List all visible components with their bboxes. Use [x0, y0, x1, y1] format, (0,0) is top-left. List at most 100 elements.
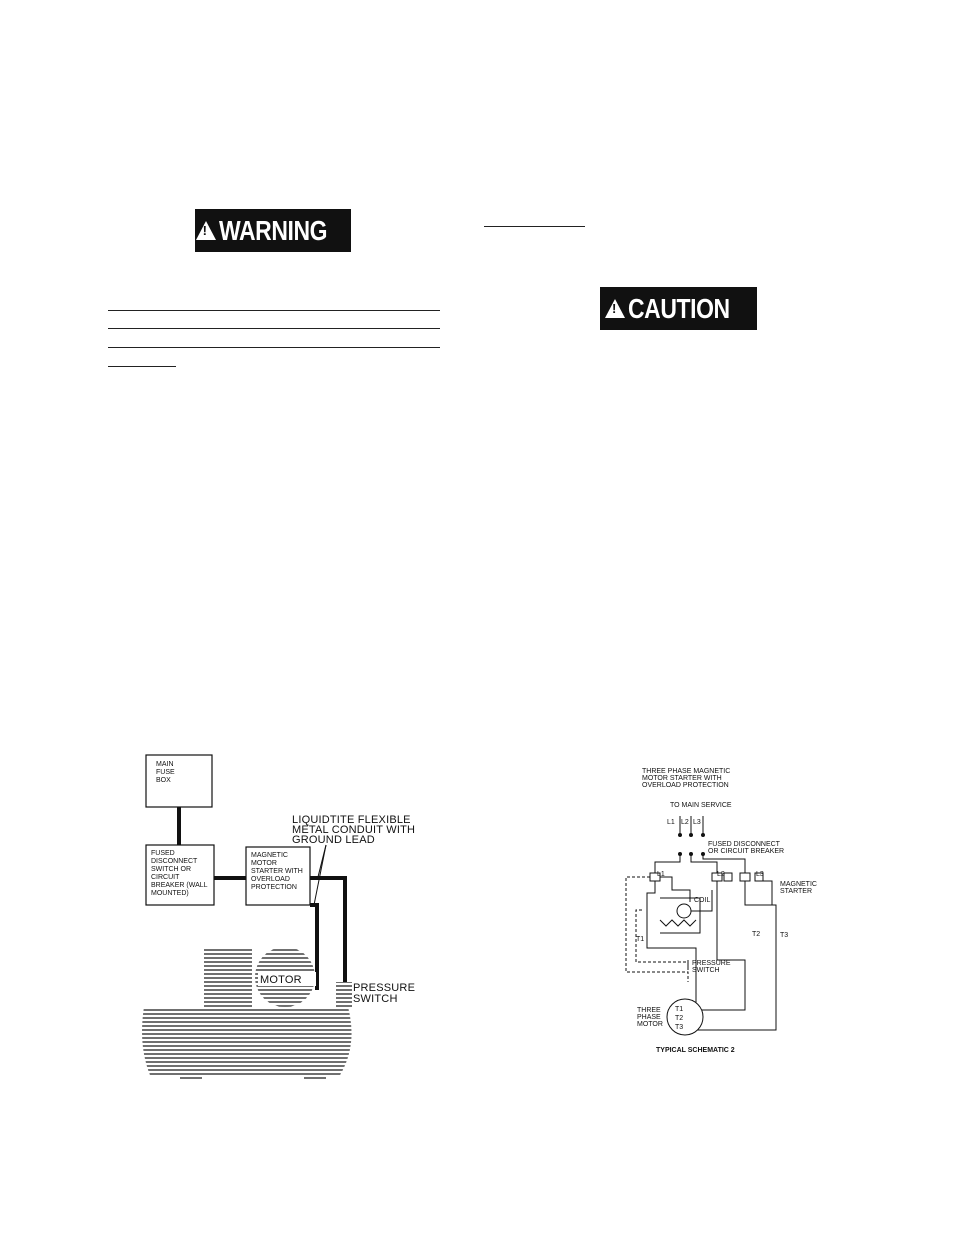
disconnect-line: FUSED: [151, 850, 175, 857]
schematic-caption: TYPICAL SCHEMATIC 2: [656, 1047, 735, 1054]
pressure-switch-label: PRESSURE: [353, 982, 415, 994]
pressure-switch-label: SWITCH: [692, 967, 720, 974]
to-main-service: TO MAIN SERVICE: [670, 802, 732, 809]
disconnect-line: DISCONNECT: [151, 858, 198, 865]
main-fuse-box-line: BOX: [156, 777, 171, 784]
fused-disconnect-label: OR CIRCUIT BREAKER: [708, 848, 784, 855]
fused-disconnect-box: [145, 844, 215, 906]
starter-line: OVERLOAD: [251, 876, 290, 883]
pressure-switch-loop: [625, 876, 689, 982]
svg-text:LIQUIDTITE FLEXIBLE: LIQUIDTITE FLEXIBLE: [292, 814, 411, 826]
svg-text:MAGNETIC: MAGNETIC: [251, 852, 288, 859]
starter-line: MAGNETIC: [251, 852, 288, 859]
svg-text:SWITCH OR: SWITCH OR: [151, 866, 191, 873]
svg-text:T3: T3: [780, 932, 788, 939]
svg-text:MOUNTED): MOUNTED): [151, 890, 189, 897]
starter-l2: L2: [717, 871, 725, 878]
svg-text:FUSE: FUSE: [156, 769, 175, 776]
disconnect-line: BREAKER (WALL: [151, 882, 208, 889]
tank-foot: [304, 1075, 326, 1081]
svg-text:OVERLOAD: OVERLOAD: [251, 876, 290, 883]
svg-text:OVERLOAD PROTECTION: OVERLOAD PROTECTION: [642, 782, 729, 789]
svg-text:T2: T2: [752, 931, 760, 938]
schematic-wiring: [646, 854, 777, 1031]
svg-text:MOTOR: MOTOR: [637, 1021, 663, 1028]
svg-text:COIL: COIL: [694, 897, 710, 904]
main-fuse-box-line: FUSE: [156, 769, 175, 776]
svg-text:TYPICAL SCHEMATIC 2: TYPICAL SCHEMATIC 2: [656, 1047, 735, 1054]
three-phase-schematic: THREE PHASE MAGNETIC MOTOR STARTER WITH …: [625, 768, 817, 1054]
svg-text:T3: T3: [675, 1024, 683, 1031]
svg-text:PROTECTION: PROTECTION: [251, 884, 297, 891]
svg-text:THREE: THREE: [637, 1007, 661, 1014]
svg-text:FUSED: FUSED: [151, 850, 175, 857]
motor-label: MOTOR: [637, 1021, 663, 1028]
line-label-l1: L1: [667, 819, 675, 826]
disconnect-line: MOUNTED): [151, 890, 189, 897]
disconnect-line: CIRCUIT: [151, 874, 180, 881]
line-label-l3: L3: [693, 819, 701, 826]
svg-text:L1: L1: [667, 819, 675, 826]
supply-lines: [679, 816, 704, 834]
starter-l1: L1: [657, 871, 665, 878]
motor-label: THREE: [637, 1007, 661, 1014]
svg-text:OR CIRCUIT BREAKER: OR CIRCUIT BREAKER: [708, 848, 784, 855]
svg-text:TO MAIN SERVICE: TO MAIN SERVICE: [670, 802, 732, 809]
svg-text:MOTOR STARTER WITH: MOTOR STARTER WITH: [642, 775, 722, 782]
caution-label: CAUTION: [627, 292, 730, 324]
svg-text:CIRCUIT: CIRCUIT: [151, 874, 180, 881]
svg-text:MAIN: MAIN: [156, 761, 174, 768]
svg-text:FUSED DISCONNECT: FUSED DISCONNECT: [708, 841, 781, 848]
main-fuse-box: [145, 754, 213, 808]
magnetic-starter-label: MAGNETIC: [780, 881, 817, 888]
pump-block: [204, 948, 252, 1008]
svg-text:MOTOR: MOTOR: [260, 974, 302, 986]
svg-text:PHASE: PHASE: [637, 1014, 661, 1021]
schematic-title: MOTOR STARTER WITH: [642, 775, 722, 782]
svg-text:GROUND LEAD: GROUND LEAD: [292, 834, 375, 846]
svg-text:L2: L2: [717, 871, 725, 878]
svg-text:THREE PHASE MAGNETIC: THREE PHASE MAGNETIC: [642, 768, 730, 775]
pressure-switch-label: SWITCH: [353, 993, 398, 1005]
three-phase-motor: [666, 998, 704, 1036]
pressure-switch: [336, 982, 352, 1008]
coil-label: COIL: [694, 897, 710, 904]
svg-text:L1: L1: [657, 871, 665, 878]
magnetic-starter-label: STARTER: [780, 888, 812, 895]
svg-text:T2: T2: [675, 1015, 683, 1022]
fused-disconnect-label: FUSED DISCONNECT: [708, 841, 781, 848]
motor-t3: T3: [675, 1024, 683, 1031]
blank-rule: [108, 347, 440, 348]
svg-text:BREAKER (WALL: BREAKER (WALL: [151, 882, 208, 889]
svg-text:L3: L3: [693, 819, 701, 826]
terminal-t3: T3: [780, 932, 788, 939]
starter-l3: L3: [756, 871, 764, 878]
schematic-title: OVERLOAD PROTECTION: [642, 782, 729, 789]
starter-line: MOTOR: [251, 860, 277, 867]
conduit-arrow: [313, 844, 327, 906]
caution-triangle-icon: [604, 299, 625, 318]
blank-rule: [108, 328, 440, 329]
svg-text:DISCONNECT: DISCONNECT: [151, 858, 198, 865]
motor-t2: T2: [675, 1015, 683, 1022]
svg-text:STARTER WITH: STARTER WITH: [251, 868, 303, 875]
svg-text:SWITCH: SWITCH: [353, 993, 398, 1005]
svg-text:T1: T1: [636, 936, 644, 943]
conduit-label: GROUND LEAD: [292, 834, 375, 846]
motor-label: MOTOR: [260, 974, 302, 986]
warning-badge: WARNING: [195, 209, 351, 252]
tank-foot: [180, 1075, 202, 1081]
terminal-t2: T2: [752, 931, 760, 938]
svg-text:PRESSURE: PRESSURE: [692, 960, 731, 967]
svg-text:T1: T1: [675, 1006, 683, 1013]
svg-text:PRESSURE: PRESSURE: [353, 982, 415, 994]
conduit-to-pressure-switch: [310, 876, 347, 982]
blank-rule: [108, 366, 176, 367]
warning-label: WARNING: [218, 214, 328, 246]
blank-rule: [484, 226, 585, 227]
blank-rule: [108, 310, 440, 311]
conduit-to-motor: [310, 903, 319, 990]
pressure-switch-label: PRESSURE: [692, 960, 731, 967]
line-label-l2: L2: [681, 819, 689, 826]
compressor-wiring-diagram: MAIN FUSE BOX FUSED DISCONNECT SWITCH OR…: [142, 754, 415, 1081]
